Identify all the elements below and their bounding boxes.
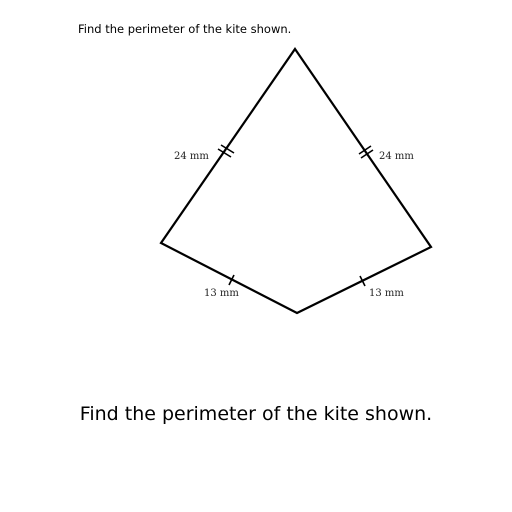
double-tick-upper-left [217,144,235,158]
side-label-upper-right: 24 mm [379,151,414,162]
side-label-lower-left: 13 mm [204,288,239,299]
side-label-lower-right: 13 mm [369,288,404,299]
double-tick-upper-right [358,145,374,159]
side-label-upper-left: 24 mm [174,151,209,162]
kite-outline [159,47,433,315]
single-tick-lower-left [228,274,235,286]
single-tick-lower-right [359,275,366,287]
question-text-bottom: Find the perimeter of the kite shown. [79,403,433,425]
question-text-top: Find the perimeter of the kite shown. [78,22,292,36]
